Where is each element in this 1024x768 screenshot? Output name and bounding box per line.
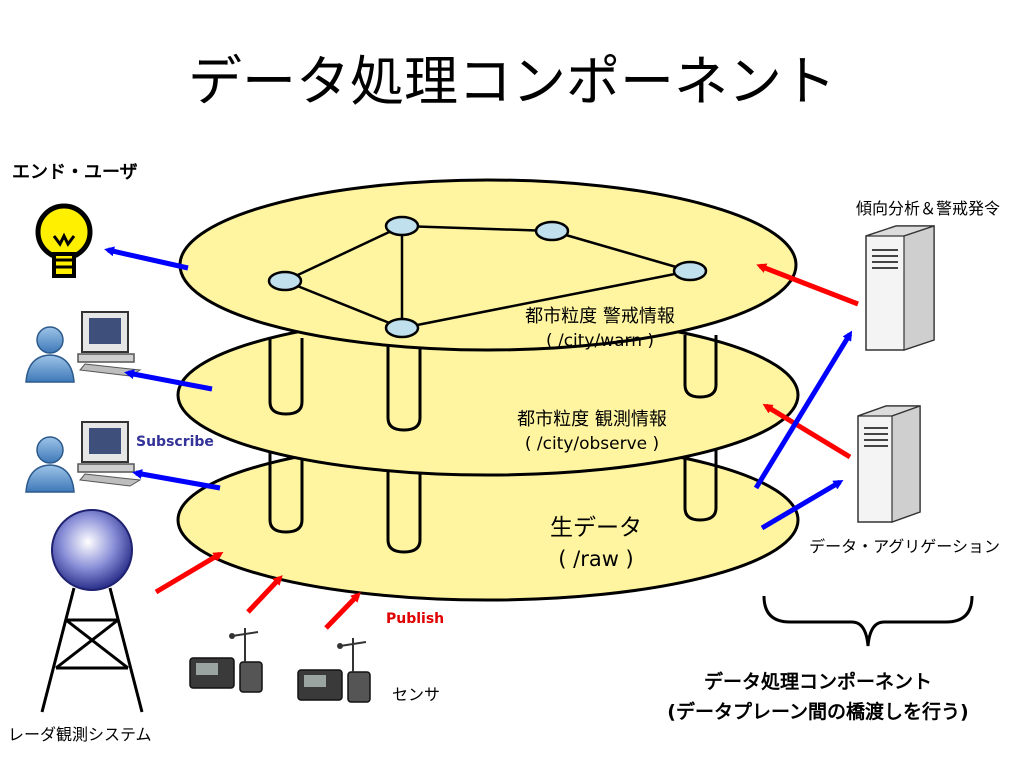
server-subscribe-arrows (753, 330, 853, 531)
subscribe-arrows (104, 246, 221, 491)
network-node (384, 215, 420, 237)
raw-layer-name: 生データ (550, 515, 642, 541)
publish-arrows (154, 551, 361, 630)
network-nodes (267, 215, 708, 339)
user-pc-icon (25, 421, 142, 493)
server-icon (857, 405, 921, 523)
subscribe-arrow (104, 246, 189, 271)
observe-layer-path: ( /city/observe ) (525, 434, 659, 454)
warn-publish-arrow (756, 263, 859, 307)
network-node (267, 270, 303, 292)
weather-sensor-icon (189, 628, 263, 693)
publish-arrow (154, 551, 224, 595)
server-publish-arrows (756, 263, 859, 460)
observe-layer-name: 都市粒度 観測情報 (517, 409, 667, 430)
aggregation-label: データ・アグリゲーション (809, 537, 1000, 556)
user-pc-icon (25, 311, 142, 383)
radar-tower-icon (40, 509, 144, 713)
weather-sensor-icon (297, 638, 371, 703)
warn-layer-name: 都市粒度 警戒情報 (525, 306, 675, 327)
warn-layer-path: ( /city/warn ) (546, 331, 654, 351)
footer-title: データ処理コンポーネント (704, 670, 932, 693)
raw-to-aggregation-arrow (760, 479, 844, 531)
publish-arrow (324, 592, 361, 630)
network-graph (284, 224, 691, 330)
network-node (534, 220, 570, 242)
lightbulb-icon (35, 203, 93, 278)
subscribe-arrow (132, 469, 221, 491)
server-icon (865, 225, 935, 351)
component-brace (762, 595, 974, 647)
network-node (672, 260, 708, 282)
network-node (384, 317, 420, 339)
page-title: データ処理コンポーネント (188, 50, 836, 113)
publish-arrow (246, 575, 283, 614)
raw-layer-path: ( /raw ) (558, 547, 634, 571)
raw-to-trend-arrow (753, 330, 853, 490)
observe-publish-arrow (762, 403, 852, 460)
subscribe-label: Subscribe (136, 434, 214, 450)
sensor-label: センサ (392, 685, 440, 704)
trend-analysis-label: 傾向分析＆警戒発令 (856, 199, 1000, 218)
lower-pillars (268, 440, 718, 554)
footer-subtitle: (データプレーン間の橋渡しを行う) (667, 700, 968, 723)
upper-pillars (268, 335, 718, 432)
end-user-label: エンド・ユーザ (12, 162, 138, 183)
radar-label: レーダ観測システム (8, 725, 152, 744)
subscribe-arrow (124, 369, 213, 392)
publish-label: Publish (386, 611, 444, 627)
